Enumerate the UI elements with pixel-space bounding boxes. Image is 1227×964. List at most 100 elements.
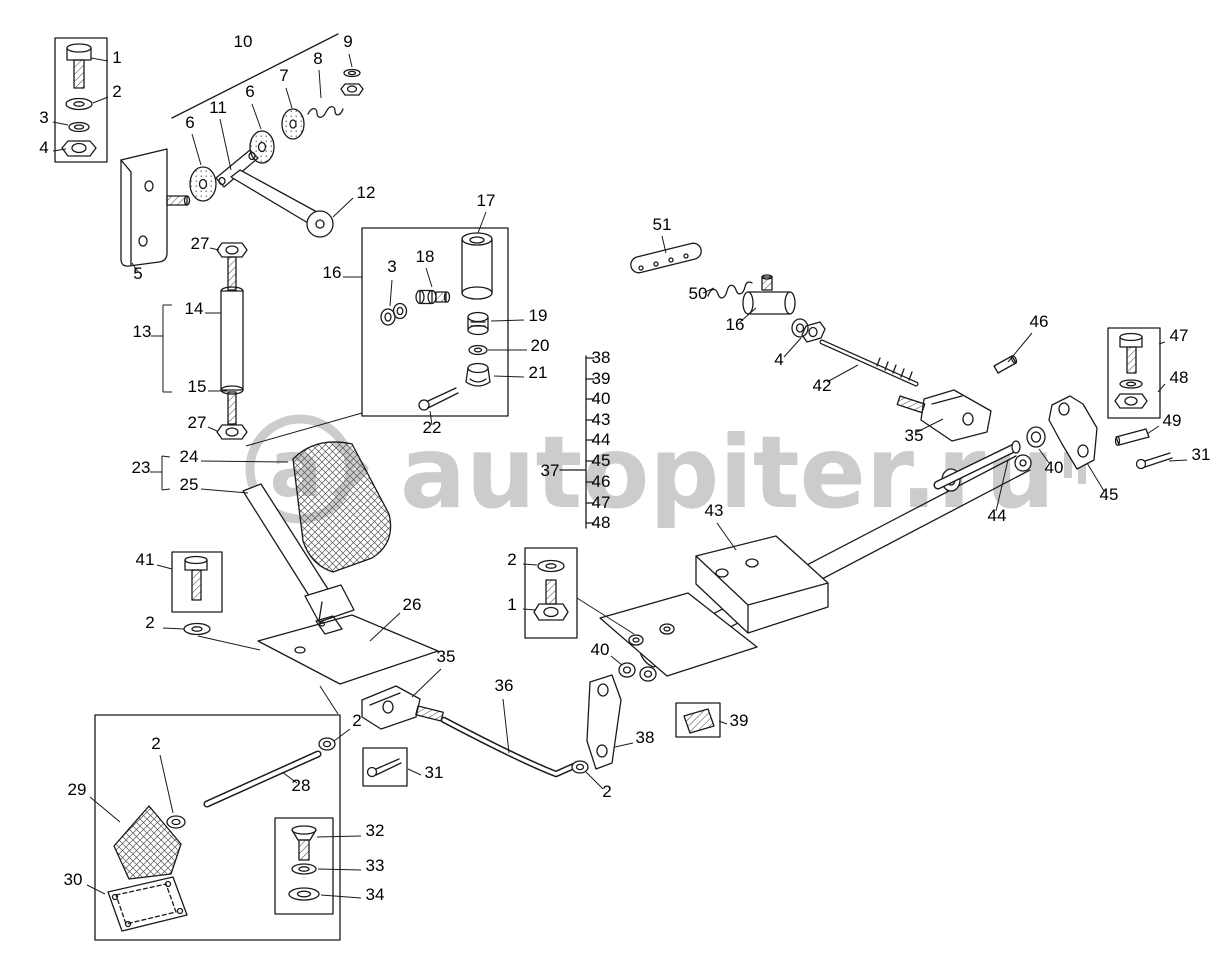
part-2-washer	[65, 97, 93, 111]
part-label-24: 24	[180, 447, 199, 466]
part-label-35-right: 35	[905, 426, 924, 445]
part-12-lever	[230, 169, 334, 238]
part-label-5: 5	[133, 264, 142, 283]
part-32-screw	[291, 825, 317, 861]
part-label-6-lower: 6	[185, 113, 194, 132]
part-4-nut-right	[791, 318, 826, 343]
part-label-51: 51	[653, 215, 672, 234]
part-label-44-right: 44	[988, 506, 1007, 525]
part-6-roller-right	[249, 130, 275, 164]
part-label-18: 18	[416, 247, 435, 266]
part-2-washer-mid	[537, 559, 565, 573]
part-label-28: 28	[292, 776, 311, 795]
part-label-10: 10	[234, 32, 253, 51]
part-label-12: 12	[357, 183, 376, 202]
part-label-14: 14	[185, 299, 204, 318]
part-label-list-48: 48	[592, 513, 611, 532]
part-3-washers	[380, 302, 408, 326]
part-label-35-bottom: 35	[437, 647, 456, 666]
part-44-shaft	[933, 440, 1021, 490]
part-4-nut	[61, 140, 97, 157]
detail-box-bottom-left	[94, 714, 341, 941]
part-28-rod	[203, 750, 322, 808]
part-40-washer-right	[1026, 426, 1046, 448]
part-label-48-right: 48	[1170, 368, 1189, 387]
part-label-42: 42	[813, 376, 832, 395]
part-22-cotter-pin	[418, 387, 459, 411]
part-label-3-detail: 3	[387, 257, 396, 276]
part-label-49: 49	[1163, 411, 1182, 430]
part-48-nut	[1114, 379, 1148, 409]
part-33-washer	[291, 863, 317, 875]
part-49-pin	[1114, 428, 1150, 446]
part-47-bolt	[1119, 332, 1143, 374]
part-label-15: 15	[188, 377, 207, 396]
part-35-clevis-bottom	[361, 685, 444, 730]
part-30-plate	[107, 876, 188, 932]
part-label-list-43: 43	[592, 410, 611, 429]
part-27-nut-bottom	[216, 424, 248, 440]
part-label-23: 23	[132, 458, 151, 477]
part-label-2-rod: 2	[352, 711, 361, 730]
part-label-4: 4	[39, 138, 48, 157]
part-45-lever	[1048, 395, 1098, 470]
part-label-1-mid: 1	[507, 595, 516, 614]
part-2-washer-box	[166, 815, 186, 829]
part-label-list-40: 40	[592, 389, 611, 408]
part-label-33: 33	[366, 856, 385, 875]
part-9-nut	[340, 68, 364, 96]
part-label-16-right: 16	[726, 315, 745, 334]
part-29-pad	[113, 805, 182, 880]
diagram-linework	[54, 33, 1173, 941]
part-label-list-47: 47	[592, 493, 611, 512]
part-label-2-box: 2	[151, 734, 160, 753]
part-46-pin	[993, 355, 1018, 374]
part-25-pedal-arm	[242, 483, 355, 623]
part-label-40-mid: 40	[591, 640, 610, 659]
part-label-45-right: 45	[1100, 485, 1119, 504]
detail-box-16	[361, 227, 509, 417]
part-label-2-mid: 2	[507, 550, 516, 569]
part-label-list-45: 45	[592, 451, 611, 470]
part-7-disc	[281, 108, 305, 140]
part-2-washer-under-41	[183, 622, 211, 636]
part-3-lockwasher	[68, 121, 90, 133]
part-label-3: 3	[39, 108, 48, 127]
part-35-clevis-right	[896, 389, 992, 442]
part-label-27-top: 27	[191, 234, 210, 253]
watermark-mark	[1064, 452, 1072, 478]
part-51-strap	[630, 242, 702, 274]
leader-lines	[52, 53, 1188, 899]
part-34-washer	[288, 887, 320, 901]
part-label-19: 19	[529, 306, 548, 325]
part-label-30: 30	[64, 870, 83, 889]
part-38-lever-bottom	[586, 674, 622, 770]
detail-box-32-34	[274, 817, 334, 915]
part-1-bolt-mid	[533, 579, 569, 621]
part-label-27-bottom: 27	[188, 413, 207, 432]
part-label-31-left: 31	[425, 763, 444, 782]
part-40-washers-mid	[618, 662, 657, 682]
part-label-list-38: 38	[592, 348, 611, 367]
part-label-2: 2	[112, 82, 121, 101]
part-label-29: 29	[68, 780, 87, 799]
part-label-39-bottom: 39	[730, 711, 749, 730]
part-16-cylinder-right	[742, 274, 796, 315]
part-label-38-bottom: 38	[636, 728, 655, 747]
part-41-bolt-box	[171, 551, 223, 613]
part-19-bushing	[467, 311, 489, 336]
part-label-41: 41	[136, 550, 155, 569]
part-label-32: 32	[366, 821, 385, 840]
part-label-25: 25	[180, 475, 199, 494]
part-42-rod	[819, 339, 919, 387]
part-2-washer-lever	[571, 760, 589, 774]
part-label-6-upper: 6	[245, 82, 254, 101]
part-box-47-48	[1107, 327, 1161, 419]
part-21-cup	[465, 362, 491, 387]
part-label-34: 34	[366, 885, 385, 904]
part-43-bracket-assembly	[599, 454, 1032, 677]
part-label-17: 17	[477, 191, 496, 210]
part-label-40-right: 40	[1045, 458, 1064, 477]
part-label-37: 37	[541, 461, 560, 480]
part-label-47-right: 47	[1170, 326, 1189, 345]
